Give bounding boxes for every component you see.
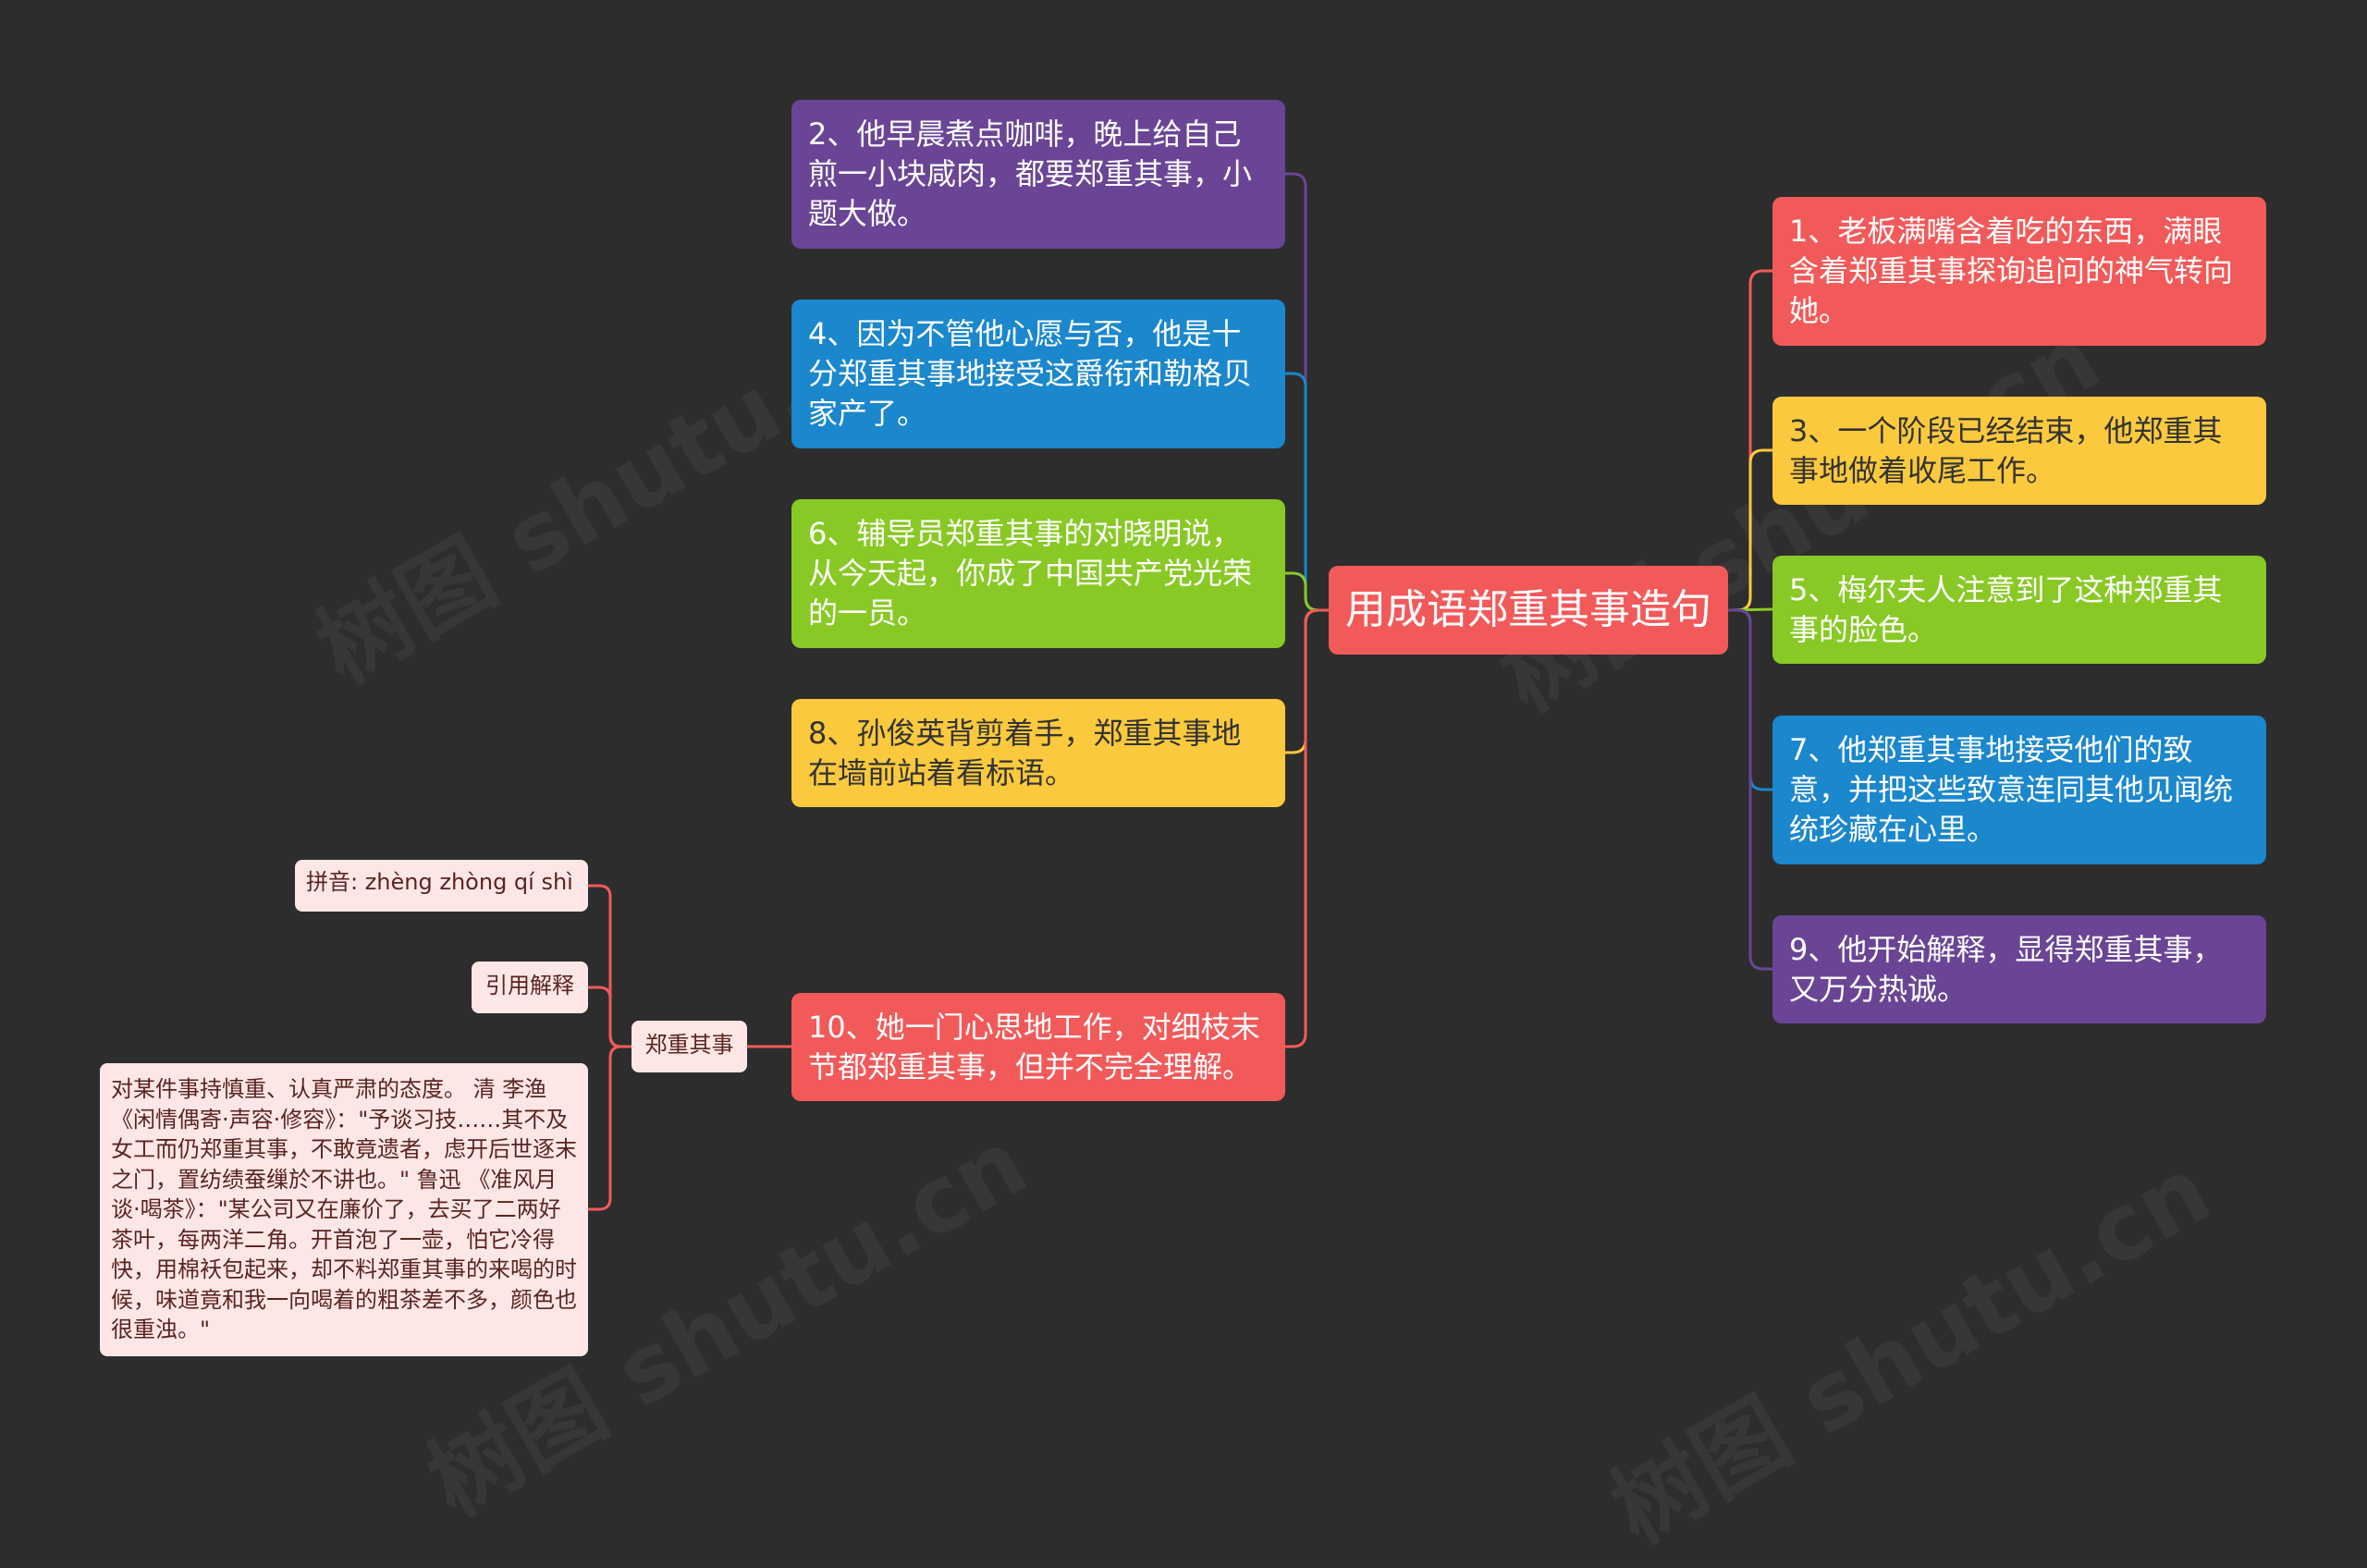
left-branch-sentence-8[interactable]: 8、孙俊英背剪着手，郑重其事地在墙前站着看标语。 <box>791 699 1285 807</box>
root-topic[interactable]: 用成语郑重其事造句 <box>1329 566 1728 655</box>
right-branch-sentence-5[interactable]: 5、梅尔夫人注意到了这种郑重其事的脸色。 <box>1772 556 2266 664</box>
pinyin-node[interactable]: 拼音: zhèng zhòng qí shì <box>295 860 588 912</box>
left-branch-sentence-10[interactable]: 10、她一门心思地工作，对细枝末节都郑重其事，但并不完全理解。 <box>791 993 1285 1101</box>
left-branch-sentence-4[interactable]: 4、因为不管他心愿与否，他是十分郑重其事地接受这爵衔和勒格贝家产了。 <box>791 300 1285 448</box>
left-connector <box>1285 372 1329 612</box>
quote-label-node[interactable]: 引用解释 <box>472 962 588 1013</box>
sub-connector <box>588 1045 632 1211</box>
left-connector <box>1285 608 1329 1048</box>
right-branch-sentence-1[interactable]: 1、老板满嘴含着吃的东西，满眼含着郑重其事探询追问的神气转向她。 <box>1772 197 2266 346</box>
right-branch-sentence-7[interactable]: 7、他郑重其事地接受他们的致意，并把这些致意连同其他见闻统统珍藏在心里。 <box>1772 716 2266 864</box>
left-branch-sentence-2[interactable]: 2、他早晨煮点咖啡，晚上给自己煎一小块咸肉，都要郑重其事，小题大做。 <box>791 100 1285 249</box>
right-connector <box>1728 448 1772 612</box>
connector-lines <box>588 172 1773 1211</box>
right-branch-sentence-9[interactable]: 9、他开始解释，显得郑重其事，又万分热诚。 <box>1772 915 2266 1023</box>
right-branch-sentence-3[interactable]: 3、一个阶段已经结束，他郑重其事地做着收尾工作。 <box>1772 397 2266 505</box>
right-connector <box>1728 608 1772 971</box>
left-branch-sentence-6[interactable]: 6、辅导员郑重其事的对晓明说，从今天起，你成了中国共产党光荣的一员。 <box>791 499 1285 648</box>
idiom-label[interactable]: 郑重其事 <box>632 1021 747 1072</box>
sub-connector <box>588 986 632 1048</box>
explanation-node[interactable]: 对某件事持慎重、认真严肃的态度。 清 李渔 《闲情偶寄·声容·修容》："予谈习技… <box>100 1063 588 1356</box>
